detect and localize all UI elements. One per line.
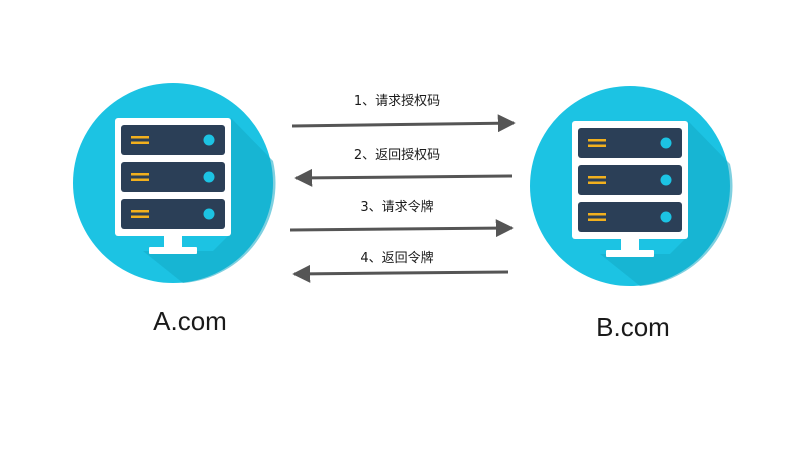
arrow-step-4: [292, 264, 509, 283]
server-slot-line: [131, 173, 149, 176]
server-slot-line: [588, 139, 606, 142]
arrow-step-3: [289, 219, 514, 238]
server-slot: [578, 202, 682, 232]
server-stand-neck: [164, 235, 182, 249]
server-indicator-light: [203, 208, 215, 220]
server-slot-line: [131, 141, 149, 144]
server-slot-line: [131, 210, 149, 213]
server-a-label: A.com: [153, 306, 227, 336]
server-indicator-light: [660, 211, 672, 223]
server-slot: [578, 165, 682, 195]
server-slot-line: [588, 176, 606, 179]
server-slot-line: [588, 213, 606, 216]
step-4-label: 4、返回令牌: [360, 250, 433, 266]
server-icon: [530, 86, 733, 286]
server-b: [530, 86, 733, 286]
server-indicator-light: [203, 134, 215, 146]
arrow-step-1: [291, 114, 516, 133]
server-slot-line: [588, 218, 606, 221]
server-slot-line: [131, 178, 149, 181]
arrow-step-2: [294, 168, 513, 187]
server-slot-line: [588, 181, 606, 184]
server-shadow: [143, 118, 276, 283]
server-slot-line: [588, 144, 606, 147]
server-indicator-light: [203, 171, 215, 183]
server-slot-line: [131, 136, 149, 139]
step-2-label: 2、返回授权码: [354, 147, 440, 163]
server-stand-neck: [621, 238, 639, 252]
server-slot: [121, 125, 225, 155]
server-icon: [73, 83, 276, 283]
server-indicator-light: [660, 137, 672, 149]
server-slot-line: [131, 215, 149, 218]
server-indicator-light: [660, 174, 672, 186]
server-slot: [578, 128, 682, 158]
server-slot: [121, 162, 225, 192]
server-a: [73, 83, 276, 283]
server-slot: [121, 199, 225, 229]
step-1-label: 1、请求授权码: [354, 93, 440, 109]
server-stand-base: [606, 250, 654, 257]
server-b-label: B.com: [596, 312, 670, 342]
server-shadow: [600, 121, 733, 286]
step-3-label: 3、请求令牌: [360, 199, 433, 215]
server-stand-base: [149, 247, 197, 254]
